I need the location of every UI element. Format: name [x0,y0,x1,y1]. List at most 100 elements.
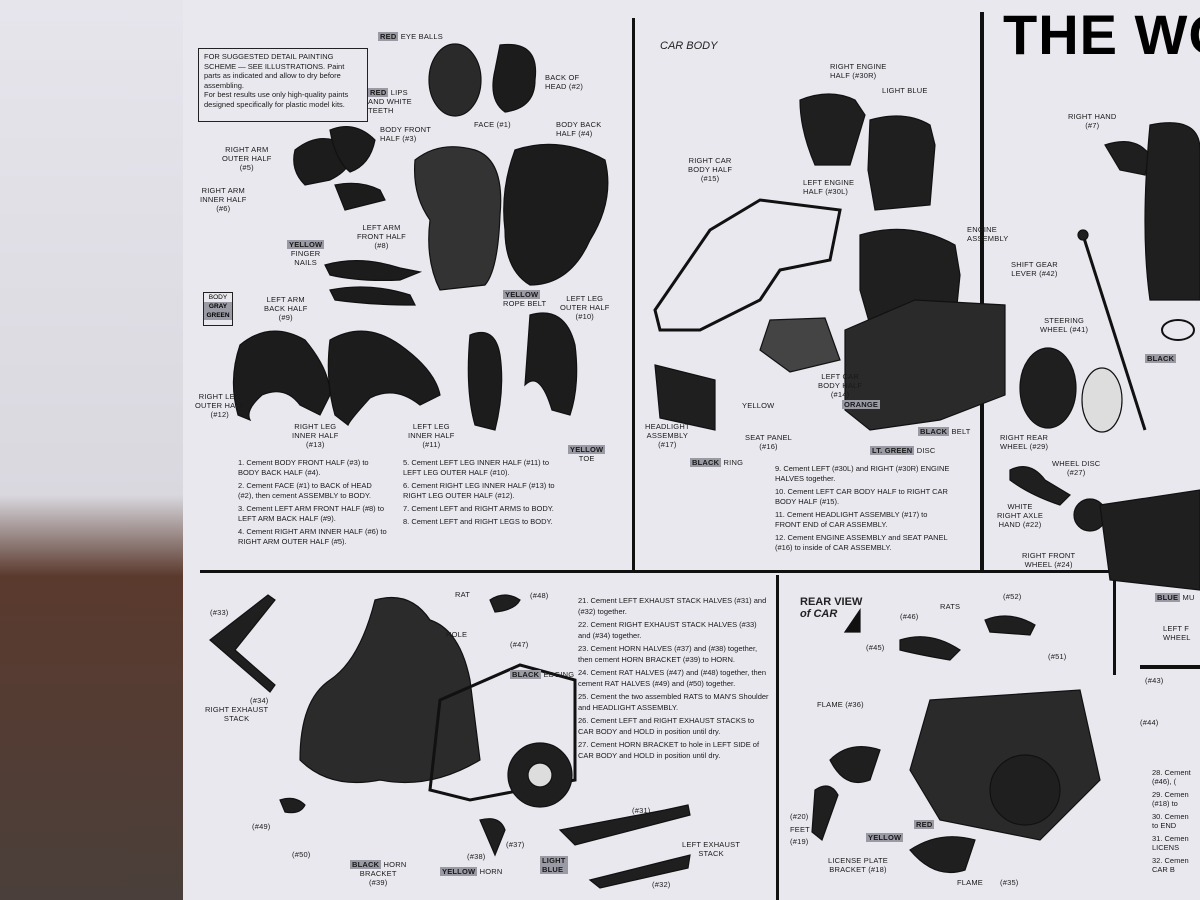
step-32-cont: CAR B [1152,865,1175,874]
label-n44: (#44) [1140,718,1159,727]
step-7: 7. Cement LEFT and RIGHT ARMS to BODY. [403,504,554,513]
label-n35: (#35) [1000,878,1019,887]
label-n45: (#45) [866,643,885,652]
left-exhaust-stack-drawing [558,804,691,846]
label-rat: RAT [455,590,471,599]
left-leg-outer-drawing [524,312,578,416]
label-n52: (#52) [1003,592,1022,601]
step-30: 30. Cemen [1152,812,1189,821]
step-31-cont: LICENS [1152,843,1180,852]
step-4: 4. Cement RIGHT ARM INNER HALF (#6) to R… [238,527,387,546]
step-29: 29. Cemen [1152,790,1189,799]
right-car-body-drawing [653,198,842,332]
left-arm-front-drawing [324,260,423,282]
left-arm-back-drawing [329,286,416,306]
label-n38: (#38) [467,852,486,861]
step-31: 31. Cemen [1152,834,1189,843]
step-11: 11. Cement HEADLIGHT ASSEMBLY (#17) to F… [775,510,928,529]
rear-view-rats-2-drawing [984,615,1036,636]
label-n48: (#48) [530,591,549,600]
step-12: 12. Cement ENGINE ASSEMBLY and SEAT PANE… [775,533,948,552]
label-lt-green-disc: LT. GREEN DISC [870,446,936,455]
label-rats: RATS [940,602,961,611]
left-car-body-drawing [844,299,1006,431]
rear-view-title: REAR VIEW of CAR [800,596,862,620]
paint-note: FOR SUGGESTED DETAIL PAINTING SCHEME — S… [198,48,368,122]
label-n34: (#34) [250,696,269,705]
rear-view-wheel-drawing [989,754,1061,826]
step-23: 23. Cement HORN HALVES (#37) and (#38) t… [578,644,758,664]
small-rat-drawing [279,797,306,814]
step-28: 28. Cement [1152,768,1191,777]
rear-view-line-2: of CAR [800,608,838,620]
label-n43: (#43) [1145,676,1164,685]
divider-horizontal-1 [200,570,1115,573]
flame-36-drawing [829,746,881,784]
steps-5-8: 5. Cement LEFT LEG INNER HALF (#11) to L… [403,458,563,530]
body-front-drawing [413,146,502,291]
label-yellow-horn: YELLOW HORN [440,867,503,876]
label-n49: (#49) [252,822,271,831]
shift-knob-drawing [1077,229,1089,241]
flame-35-drawing [909,836,976,874]
left-leg-inner-drawing [467,331,503,431]
page-title: THE WO [1003,3,1200,66]
step-27: 27. Cement HORN BRACKET to hole in LEFT … [578,740,760,760]
divider-horizontal-2 [1140,665,1200,669]
label-face: FACE (#1) [474,120,511,129]
label-feet: FEET [790,825,810,834]
label-orange: ORANGE [842,400,881,409]
horn-drawing [479,818,506,857]
divider-vertical-2 [980,12,984,572]
body-color: GRAY GREEN [204,302,232,320]
step-21: 21. Cement LEFT EXHAUST STACK HALVES (#3… [578,596,767,616]
rear-view-arrow-drawing [843,608,861,633]
label-eye-balls: RED EYE BALLS [378,32,443,41]
car-partial-right-drawing [1099,489,1200,591]
paint-note-line-1: FOR SUGGESTED DETAIL PAINTING SCHEME — S… [204,52,345,90]
right-axle-hand-drawing [1009,466,1071,506]
label-black-right: BLACK [1145,354,1177,363]
rat-drawing [489,594,521,613]
assembled-figure-drawing [299,596,481,784]
body-back-drawing [503,143,609,286]
label-n37: (#37) [506,840,525,849]
headlight-assembly-drawing [654,364,716,431]
label-n33: (#33) [210,608,229,617]
label-right-hand: RIGHT HAND(#7) [1068,112,1117,130]
steps-21-27: 21. Cement LEFT EXHAUST STACK HALVES (#3… [578,596,770,764]
label-wheel-disc: WHEEL DISC(#27) [1052,459,1101,477]
head-back-drawing [492,43,537,113]
rear-view-line-1: REAR VIEW [800,596,863,608]
step-10: 10. Cement LEFT CAR BODY HALF to RIGHT C… [775,487,948,506]
label-n50: (#50) [292,850,311,859]
step-29-cont: (#18) to [1152,799,1178,808]
label-n32: (#32) [652,880,671,889]
rear-wheel-hub-drawing [527,762,553,788]
step-1: 1. Cement BODY FRONT HALF (#3) to BODY B… [238,458,369,477]
label-hole: HOLE [446,630,468,639]
